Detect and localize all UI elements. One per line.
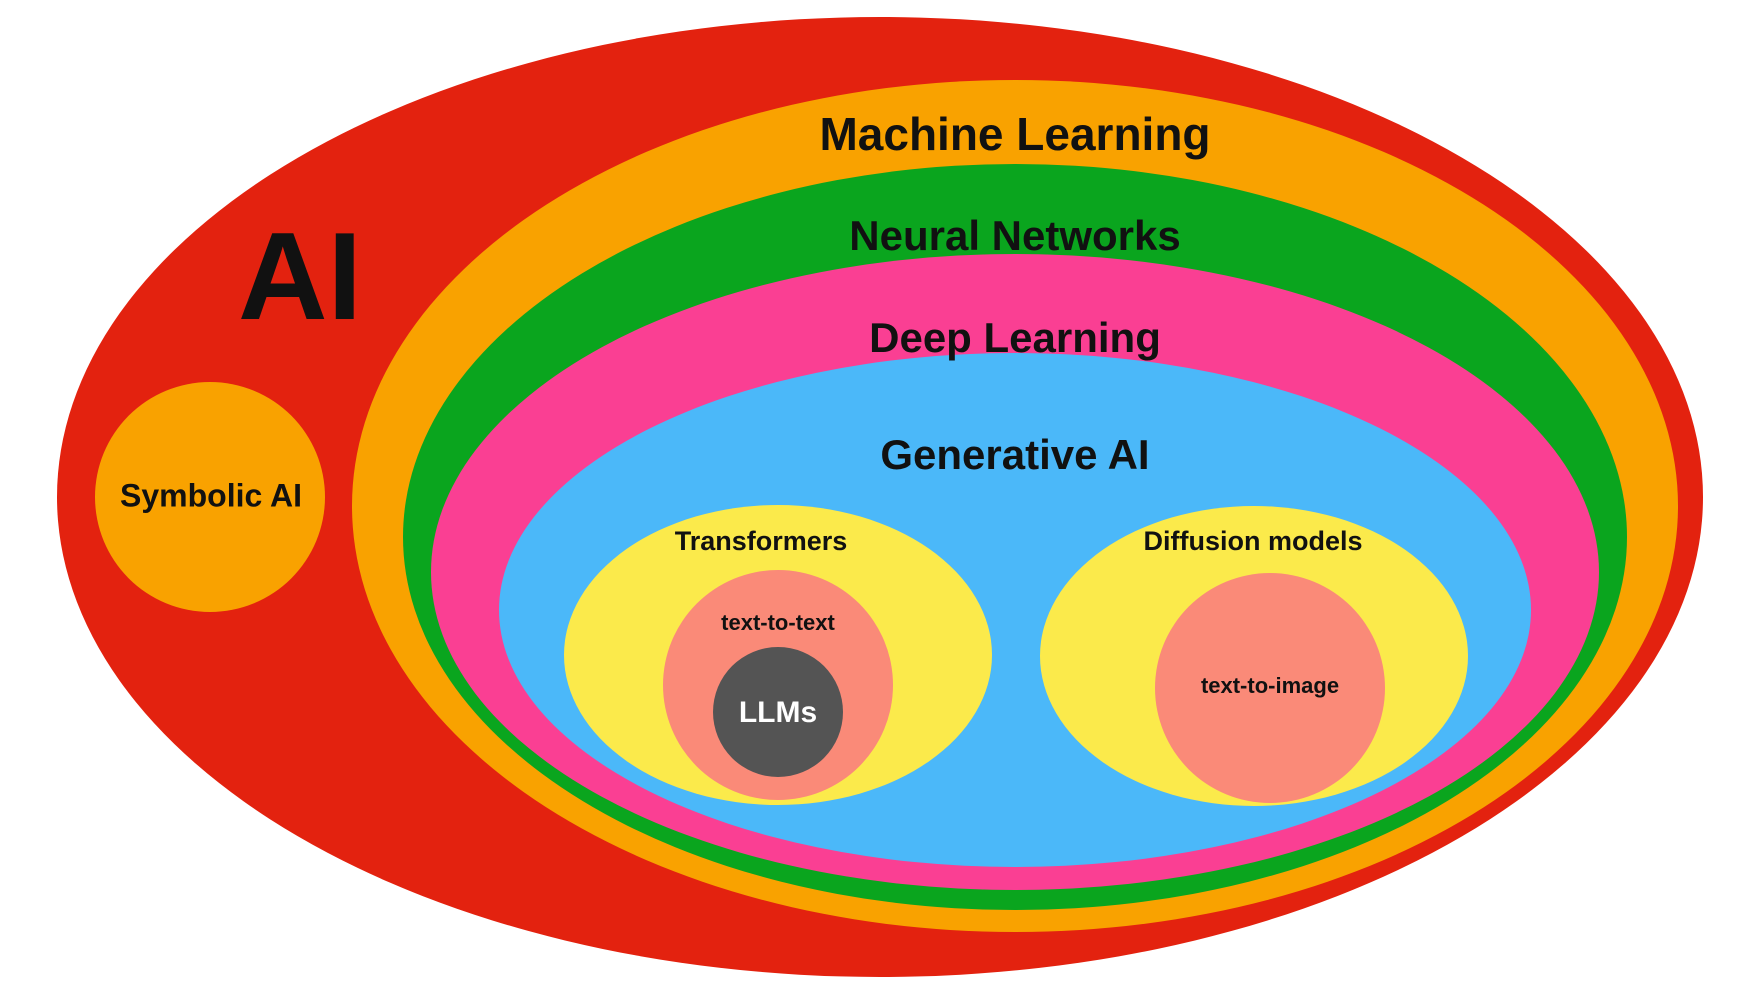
ai-label: AI	[238, 208, 362, 346]
llms-label: LLMs	[739, 696, 817, 729]
llms-region	[713, 647, 843, 777]
symbolic-ai-label: Symbolic AI	[120, 477, 302, 513]
machine-learning-label: Machine Learning	[819, 108, 1210, 160]
transformers-label: Transformers	[675, 526, 848, 556]
neural-networks-label: Neural Networks	[849, 212, 1180, 259]
text-to-text-label: text-to-text	[721, 610, 835, 635]
text-to-image-label: text-to-image	[1201, 673, 1339, 698]
deep-learning-label: Deep Learning	[869, 314, 1161, 361]
generative-ai-label: Generative AI	[880, 431, 1149, 478]
symbolic-ai-region	[95, 382, 325, 612]
diffusion-models-label: Diffusion models	[1143, 526, 1362, 556]
text-to-image-region	[1155, 573, 1385, 803]
